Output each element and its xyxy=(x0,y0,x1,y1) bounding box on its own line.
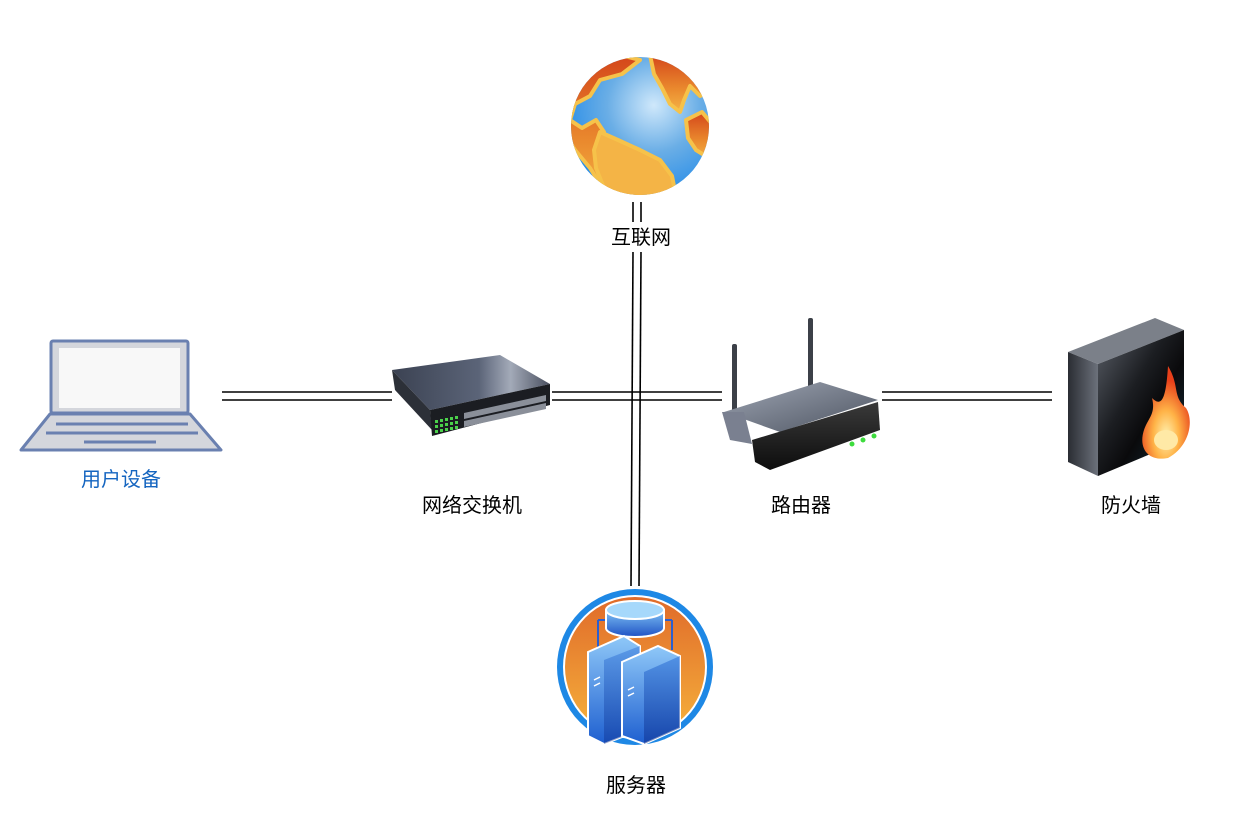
node-label-server: 服务器 xyxy=(606,773,666,797)
internet-node[interactable]: 互联网 xyxy=(562,55,712,249)
node-label-switch: 网络交换机 xyxy=(422,493,522,517)
node-label-firewall: 防火墙 xyxy=(1101,493,1161,517)
edge-router-to-firewall xyxy=(882,391,1052,401)
edge-switch-to-router xyxy=(552,391,722,401)
node-label-user-device: 用户设备 xyxy=(81,467,161,491)
server-icon xyxy=(557,589,713,746)
database-icon xyxy=(605,600,665,638)
flame-icon xyxy=(1142,366,1190,459)
edge-internet-to-server xyxy=(630,202,642,587)
firewall-node[interactable]: 防火墙 xyxy=(1068,318,1190,517)
laptop-icon xyxy=(19,339,223,452)
user-device-node[interactable]: 用户设备 xyxy=(19,339,223,491)
node-label-internet: 互联网 xyxy=(611,225,671,249)
network-switch-icon xyxy=(392,355,550,436)
firewall-icon xyxy=(1068,318,1190,476)
switch-node[interactable]: 网络交换机 xyxy=(392,355,550,517)
server-node[interactable]: 服务器 xyxy=(557,589,713,797)
router-node[interactable]: 路由器 xyxy=(722,318,880,517)
node-label-router: 路由器 xyxy=(771,493,831,517)
edge-user-device-to-switch xyxy=(222,391,392,401)
wireless-router-icon xyxy=(722,318,880,470)
globe-icon xyxy=(571,57,709,195)
